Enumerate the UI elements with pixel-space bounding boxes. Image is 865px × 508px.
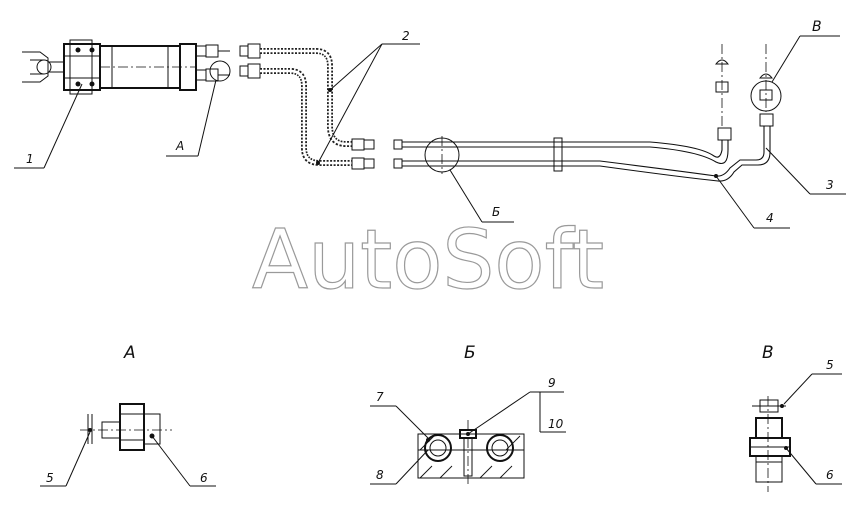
callout-label-1: 1 <box>26 152 34 166</box>
callout-1: 1 <box>14 83 83 169</box>
watermark: AutoSoft <box>252 213 604 308</box>
view-b-label-9: 9 <box>548 376 556 390</box>
callout-label-v: В <box>812 19 822 35</box>
callout-label-4: 4 <box>766 211 774 225</box>
view-a-title: А <box>123 343 136 363</box>
callout-2: 2 <box>317 29 420 164</box>
view-b-label-10: 10 <box>548 417 564 431</box>
view-b-title: Б <box>464 343 476 363</box>
callout-4: 4 <box>715 175 790 229</box>
view-b-label-8: 8 <box>376 468 384 482</box>
view-v-title: В <box>762 343 774 363</box>
view-v-label-6: 6 <box>826 468 834 482</box>
detail-circle-v <box>750 80 782 112</box>
callout-v: В <box>771 19 840 83</box>
view-a-label-5: 5 <box>46 471 54 485</box>
callout-3: 3 <box>765 147 846 195</box>
callout-b: Б <box>449 169 514 223</box>
callout-a: А <box>166 79 217 157</box>
callout-label-a: А <box>175 139 184 153</box>
view-b: Б 7 8 9 10 <box>370 343 566 486</box>
view-v-label-5: 5 <box>826 358 834 372</box>
steel-pipes <box>316 44 774 182</box>
callout-label-3: 3 <box>826 178 834 192</box>
detail-circle-a <box>209 60 231 82</box>
high-pressure-hoses <box>239 43 375 170</box>
hydraulic-cylinder <box>22 39 230 95</box>
view-a-label-6: 6 <box>200 471 208 485</box>
callout-label-b: Б <box>492 205 500 219</box>
view-v: В 5 6 <box>749 343 842 492</box>
view-b-label-7: 7 <box>376 390 384 404</box>
view-a: А 5 6 <box>40 343 216 487</box>
callout-label-2: 2 <box>402 29 410 43</box>
